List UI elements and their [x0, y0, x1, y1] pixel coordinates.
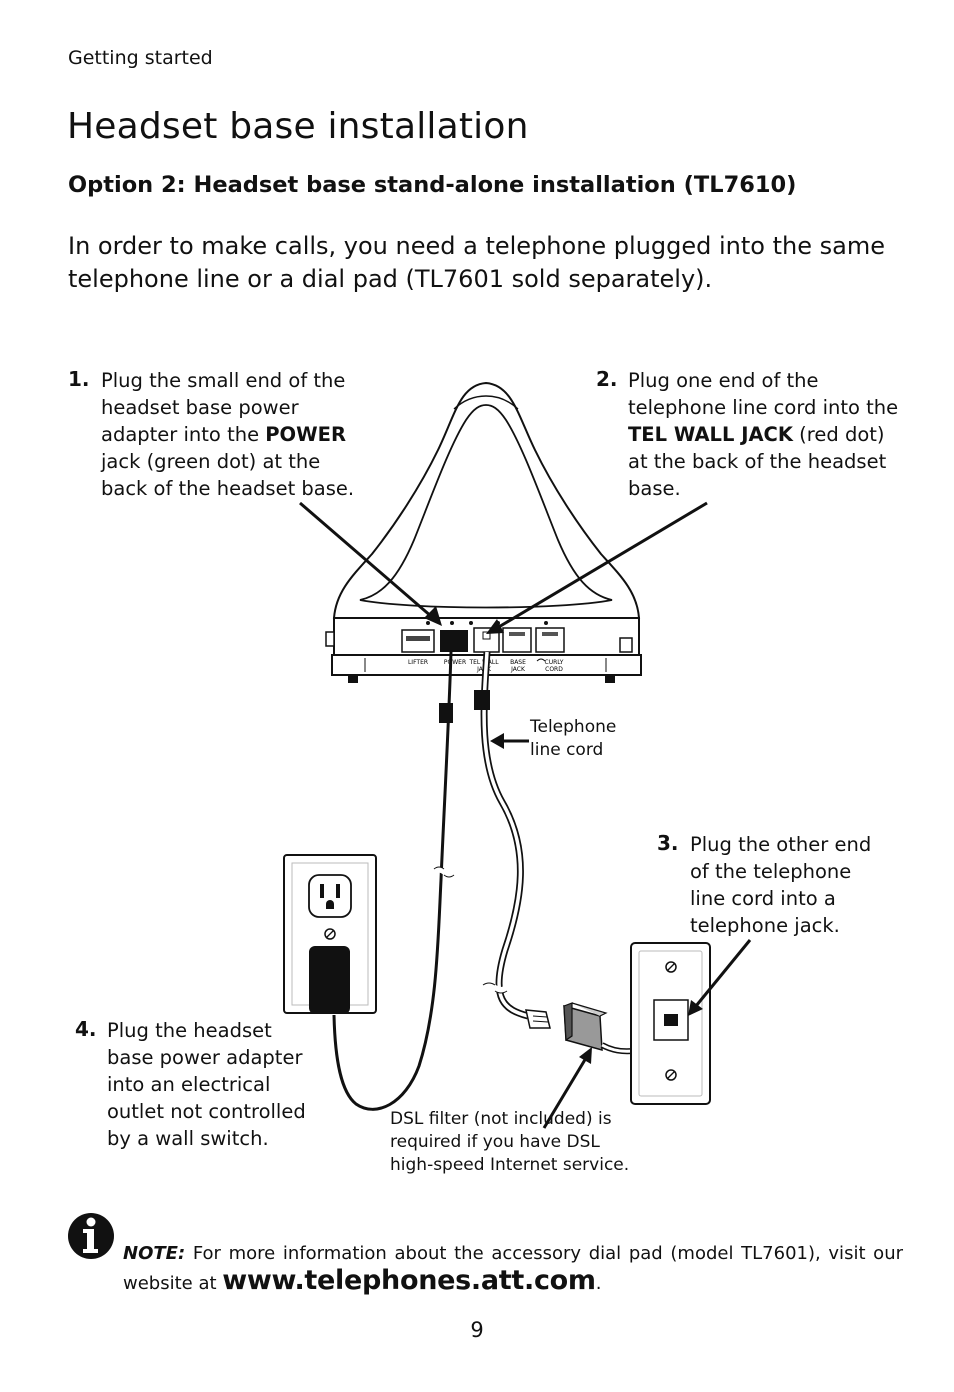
subtitle: Option 2: Headset base stand-alone insta… [68, 172, 797, 198]
label-base: BASE [510, 659, 526, 666]
curly-cord-jack [535, 627, 565, 653]
label-curly: CURLY [545, 659, 564, 666]
intro-paragraph: In order to make calls, you need a telep… [68, 232, 885, 293]
dsl-filter-callout: DSL filter (not included) is required if… [390, 1109, 630, 1175]
step-4-text: Plug the headset base power adapter into… [107, 1019, 306, 1150]
label-cord: CORD [545, 666, 563, 673]
step-2-text: Plug one end of the telephone line cord … [628, 369, 899, 500]
note: NOTE: For more information about the acc… [123, 1243, 903, 1296]
power-cable [332, 651, 453, 1111]
step-1-number: 1. [68, 367, 90, 391]
line-cord-callout: Telephone line cord [530, 717, 617, 760]
section-label: Getting started [68, 47, 213, 69]
page-number: 9 [470, 1318, 484, 1342]
step-3-number: 3. [657, 831, 679, 855]
label-base-jack: JACK [510, 666, 526, 673]
page-title: Headset base installation [67, 106, 529, 147]
website-link[interactable]: www.telephones.att.com [222, 1265, 596, 1296]
telephone-line-cord [480, 651, 529, 1020]
base-jack [502, 627, 532, 653]
headset-base-inner [359, 404, 613, 609]
label-power: POWER [444, 659, 466, 666]
power-adapter [309, 946, 350, 1014]
label-lifter: LIFTER [408, 659, 428, 666]
step-1-text: Plug the small end of the headset base p… [101, 369, 355, 500]
power-jack [440, 630, 468, 652]
step-2-number: 2. [596, 367, 618, 391]
step-3-text: Plug the other end of the telephone line… [690, 833, 872, 937]
step-4-number: 4. [75, 1017, 97, 1041]
info-icon [68, 1213, 114, 1259]
